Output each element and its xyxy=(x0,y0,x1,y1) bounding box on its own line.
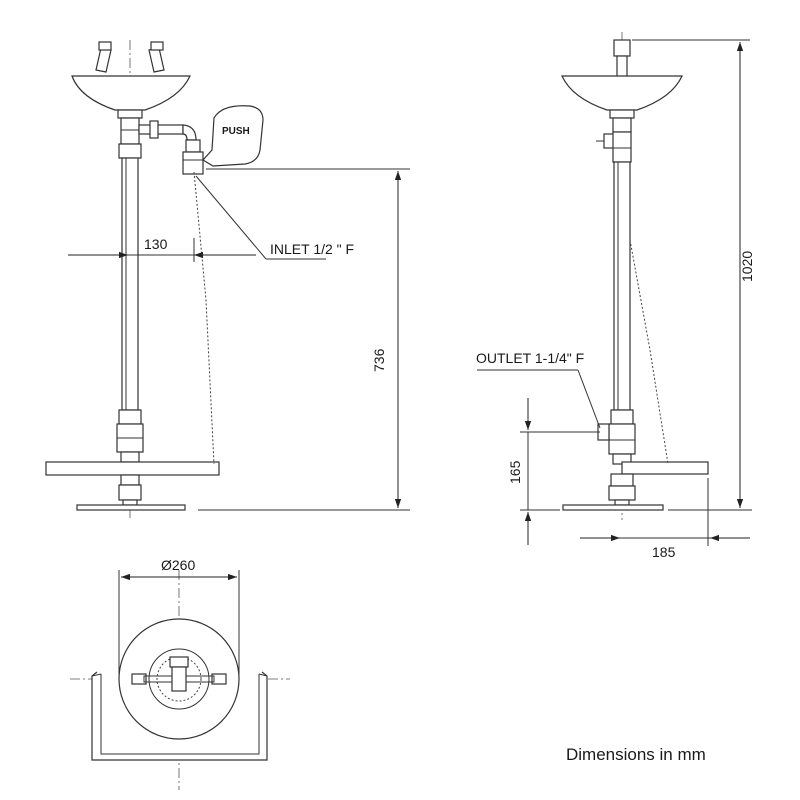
foot-pedal xyxy=(45,461,220,476)
outlet-callout: OUTLET 1-1/4" F xyxy=(476,350,601,429)
dimension-130: 130 xyxy=(68,236,256,262)
dimension-260-label: Ø260 xyxy=(161,557,195,573)
side-pull-chain xyxy=(629,239,669,465)
pedestal-pipe xyxy=(121,157,139,411)
dimension-736: 736 xyxy=(198,168,410,511)
dimension-185-label: 185 xyxy=(652,544,676,560)
front-view: PUSH 130 INLET 1/2 " F xyxy=(45,40,410,520)
dimension-736-label: 736 xyxy=(371,348,387,372)
outlet-label: OUTLET 1-1/4" F xyxy=(476,350,584,366)
dimension-1020-label: 1020 xyxy=(739,251,755,282)
dimension-165-label: 165 xyxy=(507,460,523,484)
inlet-callout: INLET 1/2 " F xyxy=(195,175,354,260)
eyewash-bowl xyxy=(71,75,191,111)
side-base-plate xyxy=(562,504,664,511)
dimension-1020: 1020 xyxy=(632,39,755,511)
dimension-185: 185 xyxy=(580,478,750,560)
pull-chain xyxy=(193,171,215,465)
dimension-165: 165 xyxy=(507,398,600,545)
push-paddle xyxy=(202,105,264,167)
side-pipe xyxy=(613,161,631,411)
dimension-260: Ø260 xyxy=(118,557,240,679)
nozzle-left xyxy=(95,41,112,73)
dimension-130-label: 130 xyxy=(144,236,168,252)
units-note: Dimensions in mm xyxy=(566,745,706,764)
side-bowl xyxy=(561,75,683,111)
nozzle-right xyxy=(148,41,165,73)
side-view: OUTLET 1-1/4" F 1020 165 185 xyxy=(476,32,755,560)
side-foot-pedal xyxy=(621,461,709,475)
push-label: PUSH xyxy=(222,126,250,137)
inlet-label: INLET 1/2 " F xyxy=(270,241,354,257)
base-plate xyxy=(76,504,186,511)
top-view: Ø260 xyxy=(70,557,290,790)
